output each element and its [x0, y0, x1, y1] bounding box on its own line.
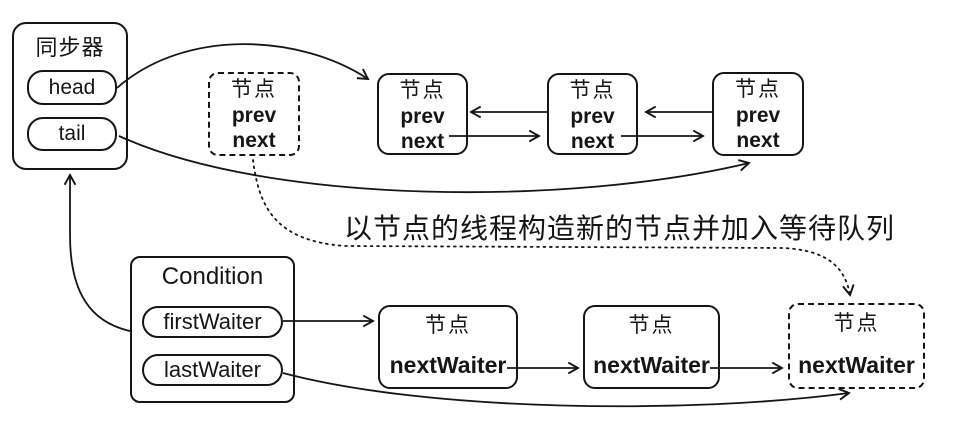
next-label: next: [232, 129, 276, 152]
pending-node-title: 节点: [231, 78, 277, 101]
node-title: 节点: [833, 312, 880, 335]
last-waiter-label: lastWaiter: [164, 357, 261, 382]
sync-queue-node-1: 节点 prev next: [377, 73, 468, 155]
node-title: 节点: [425, 314, 471, 337]
head-label: head: [48, 75, 96, 99]
tail-field: tail: [27, 117, 117, 151]
synchronizer-title: 同步器: [35, 35, 105, 60]
prev-label: prev: [735, 104, 781, 127]
head-field: head: [27, 70, 117, 105]
next-waiter-label: nextWaiter: [593, 352, 710, 378]
node-title: 节点: [399, 79, 446, 102]
last-waiter-field: lastWaiter: [142, 354, 283, 386]
node-title: 节点: [628, 314, 675, 337]
next-label: next: [736, 129, 780, 152]
first-waiter-field: firstWaiter: [142, 306, 283, 338]
wait-queue-node-2: 节点 nextWaiter: [583, 305, 720, 389]
prev-label: prev: [400, 105, 445, 128]
condition-title: Condition: [161, 263, 264, 290]
next-label: next: [570, 130, 615, 153]
node-title: 节点: [569, 79, 616, 102]
condition-to-synchronizer-arrow: [70, 175, 131, 332]
next-label: next: [400, 130, 445, 153]
next-waiter-label: nextWaiter: [389, 352, 507, 378]
prev-label: prev: [570, 105, 615, 128]
sync-queue-node-2: 节点 prev next: [547, 73, 638, 155]
prev-label: prev: [231, 104, 277, 127]
sync-queue-node-3: 节点 prev next: [712, 72, 804, 156]
wait-queue-node-1: 节点 nextWaiter: [378, 305, 518, 389]
wait-queue-node-pending: 节点 nextWaiter: [788, 303, 925, 389]
lastwaiter-to-pending-waiter-arrow: [282, 372, 849, 408]
first-waiter-label: firstWaiter: [163, 309, 262, 334]
tail-label: tail: [58, 122, 86, 145]
annotation-text: 以节点的线程构造新的节点并加入等待队列: [344, 213, 896, 244]
pending-node: 节点 prev next: [208, 72, 300, 156]
node-title: 节点: [735, 78, 781, 101]
next-waiter-label: nextWaiter: [798, 352, 915, 378]
